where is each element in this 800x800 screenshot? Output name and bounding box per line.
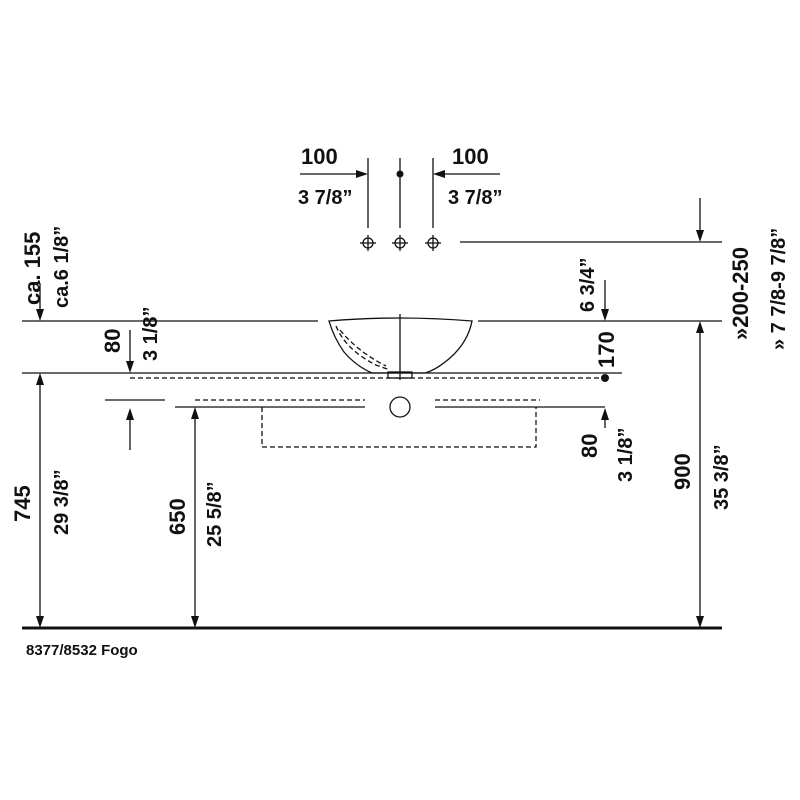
counter-left-mm-label: 80 xyxy=(100,329,125,353)
bowl-height-arrowhead xyxy=(601,309,609,321)
floor-right-arrowhead-top xyxy=(696,321,704,333)
tap-right-arrowhead xyxy=(433,170,445,178)
bowl-height-mm-label: 170 xyxy=(594,331,619,368)
vessel-bowl xyxy=(328,314,473,380)
counter-left-arrowhead-up xyxy=(126,408,134,420)
tap-range-arrowhead xyxy=(696,230,704,242)
counter-right-in-label: 3 1/8” xyxy=(615,428,637,482)
tap-range-mm-label: »200-250 xyxy=(728,247,753,340)
drawing-caption: 8377/8532 Fogo xyxy=(26,642,138,659)
tap-right-mm-label: 100 xyxy=(452,144,489,169)
floor-mid-in-label: 25 5/8” xyxy=(204,481,226,547)
floor-mid-mm-label: 650 xyxy=(165,498,190,535)
counter-right-arrowhead xyxy=(601,408,609,420)
floor-mid-arrowhead-bottom xyxy=(191,616,199,628)
drain-circle xyxy=(389,396,411,418)
tap-holes xyxy=(360,235,441,251)
tap-centre-dot xyxy=(396,170,404,178)
counter-right-mm-label: 80 xyxy=(577,434,602,458)
floor-left-mm-label: 745 xyxy=(10,485,35,522)
overflow-arrowhead xyxy=(36,309,44,321)
counter-left-in-label: 3 1/8” xyxy=(140,307,162,361)
bowl-height-in-label: 6 3/4” xyxy=(577,258,599,312)
floor-left-arrowhead-top xyxy=(36,373,44,385)
cabinet-outline xyxy=(261,407,537,448)
bowl-height-dot xyxy=(601,374,609,382)
tap-left-in-label: 3 7/8” xyxy=(298,187,352,209)
counter-left-arrowhead-down xyxy=(126,361,134,373)
floor-right-arrowhead-bottom xyxy=(696,616,704,628)
floor-left-arrowhead-bottom xyxy=(36,616,44,628)
floor-mid-arrowhead-top xyxy=(191,407,199,419)
overflow-mm-label: ca. 155 xyxy=(20,232,45,305)
overflow-in-label: ca.6 1/8” xyxy=(51,226,73,308)
tap-range-in-label: » 7 7/8-9 7/8” xyxy=(768,228,790,350)
tap-left-mm-label: 100 xyxy=(301,144,338,169)
floor-left-in-label: 29 3/8” xyxy=(51,469,73,535)
floor-right-mm-label: 900 xyxy=(670,453,695,490)
tap-right-in-label: 3 7/8” xyxy=(448,187,502,209)
tap-left-arrowhead xyxy=(356,170,368,178)
floor-right-in-label: 35 3/8” xyxy=(711,444,733,510)
